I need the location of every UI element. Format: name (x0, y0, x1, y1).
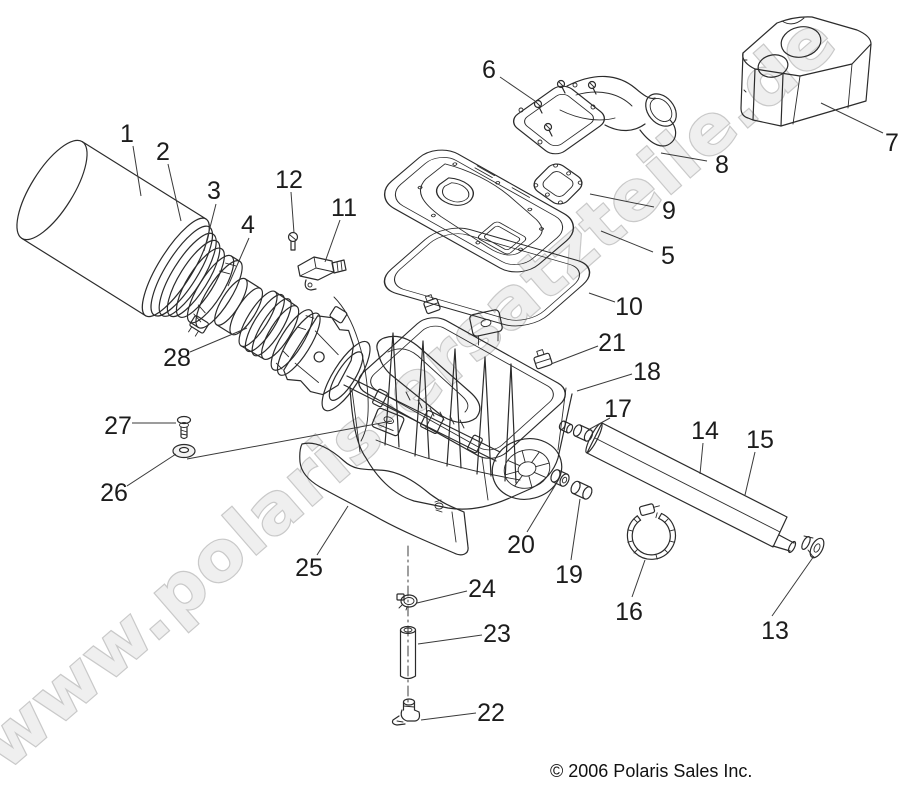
callout-23-label: 23 (483, 620, 511, 648)
callout-18-leader (576, 373, 633, 392)
callout-9-label: 9 (662, 197, 676, 225)
callout-10-leader (588, 292, 616, 303)
intake-adapter-drawing (270, 306, 371, 412)
callout-16-leader (631, 559, 646, 598)
callout-6-label: 6 (482, 56, 496, 84)
callout-1-leader (132, 145, 142, 197)
callout-23-leader (417, 634, 483, 645)
callout-27-label: 27 (104, 412, 132, 440)
gasket-plate-drawing (533, 163, 583, 205)
callout-22-label: 22 (477, 699, 505, 727)
callout-17-label: 17 (604, 395, 632, 423)
hose-clamp-drawing (626, 503, 677, 560)
drain-tube-drawing (399, 625, 417, 680)
callout-4-leader (227, 237, 250, 287)
callout-16-label: 16 (615, 598, 643, 626)
cover-seal-drawing (383, 227, 591, 327)
callout-2-leader (167, 163, 182, 222)
callout-25-leader (316, 505, 349, 556)
airbox-outlet-port (491, 438, 563, 500)
fitting-19-drawing (570, 480, 593, 500)
fitting-20-drawing (550, 469, 570, 487)
callout-24-label: 24 (468, 575, 496, 603)
airbox-inlet-contour (333, 296, 369, 442)
airbox-mount-plate (371, 407, 405, 437)
callout-15-label: 15 (746, 426, 774, 454)
callout-15-leader (744, 451, 756, 496)
callout-9-leader (589, 193, 655, 208)
airbox-breather-nipple (558, 420, 574, 434)
map-sensor-drawing (297, 256, 347, 291)
callout-6-leader (499, 76, 536, 102)
callout-26-leader (126, 453, 177, 487)
callout-19-leader (570, 498, 581, 561)
callout-7-label: 7 (885, 129, 899, 157)
hose-clamp-band-drawing (186, 254, 243, 337)
callout-5-leader (600, 230, 654, 253)
callout-11-label: 11 (331, 194, 357, 222)
callout-3-leader (203, 203, 217, 252)
breather-tube-drawing (585, 422, 797, 554)
callout-13-leader (771, 555, 815, 617)
callout-28-label: 28 (163, 344, 191, 372)
callout-12-label: 12 (275, 166, 303, 194)
callout-20-leader (526, 483, 557, 533)
callout-21-leader (550, 345, 599, 365)
callout-25-label: 25 (295, 554, 323, 582)
copyright-text: © 2006 Polaris Sales Inc. (550, 761, 752, 781)
callout-20-label: 20 (507, 531, 535, 559)
callout-19-label: 19 (555, 561, 583, 589)
callout-5-label: 5 (661, 242, 675, 270)
fitting-17-drawing (572, 424, 594, 442)
airbox-lug (469, 309, 503, 346)
callout-4-label: 4 (241, 211, 255, 239)
callout-8-label: 8 (715, 151, 729, 179)
airbox-clip-b (533, 349, 553, 370)
callout-1-label: 1 (120, 120, 134, 148)
duct-mounting-screws-drawing (533, 79, 597, 137)
callout-2-label: 2 (156, 138, 170, 166)
callout-12-leader (290, 191, 295, 234)
airbox-cover-drawing (383, 149, 575, 273)
callout-24-leader (416, 590, 468, 604)
callout-13-label: 13 (761, 617, 789, 645)
callout-22-leader (420, 712, 477, 721)
callout-10-label: 10 (615, 293, 643, 321)
callout-3-label: 3 (207, 177, 221, 205)
callout-14-leader (699, 442, 704, 475)
bracket-drawing (299, 442, 469, 556)
push-rivet-drawing (176, 415, 192, 440)
callout-8-leader (660, 152, 708, 162)
intake-duct-drawing (512, 75, 677, 155)
filter-neck-opening (175, 247, 225, 318)
callout-7-leader (820, 102, 884, 134)
airbox-clip-a (423, 294, 441, 315)
callout-26-label: 26 (100, 479, 128, 507)
airbox-drawing (333, 294, 574, 513)
drain-clamp-drawing (396, 593, 418, 611)
callout-14-label: 14 (691, 417, 719, 445)
sensor-screw-drawing (287, 231, 299, 251)
washer-drawing (172, 443, 196, 459)
callout-21-label: 21 (598, 329, 626, 357)
callout-11-leader (324, 219, 341, 263)
callout-18-label: 18 (633, 358, 661, 386)
drain-valve-drawing (391, 698, 421, 726)
duct-snorkel-opening (645, 93, 677, 127)
airbox-strap (343, 375, 501, 462)
callout-28-leader (189, 327, 248, 353)
callout-17-leader (587, 417, 611, 431)
engine-cover-drawing (740, 16, 872, 127)
hardware-alignment-line-1 (186, 420, 393, 460)
prefilter-boot-drawing (238, 290, 300, 360)
air-filter-assembly-drawing (16, 139, 371, 412)
